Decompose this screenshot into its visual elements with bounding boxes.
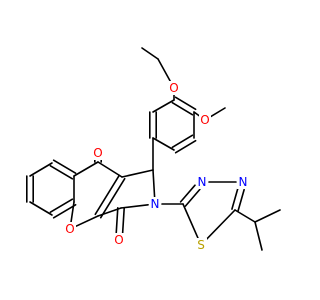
bond-c5-c4a-b — [49, 198, 74, 214]
atom-o-ring-label: O — [65, 222, 74, 236]
bond-tN4-t5-a — [231, 187, 239, 210]
bond-oRing-c3a — [75, 215, 99, 227]
bond-c1-c9a — [121, 169, 154, 178]
bond-t2-tN3-b — [179, 184, 196, 203]
atom-s-thiadiazole: S — [195, 238, 207, 252]
atom-o-ethoxy: O — [168, 81, 180, 95]
atom-o-methoxy: O — [199, 113, 211, 127]
bond-a3-a4-b — [174, 139, 197, 154]
atom-o-lactam: O — [113, 233, 125, 247]
bond-nR-c1 — [152, 169, 156, 198]
bond-c8a-c8-b — [49, 164, 74, 180]
bond-iso-isoM1 — [254, 209, 281, 223]
bond-iso-isoM2 — [254, 221, 263, 251]
bond-ethCH3-ethCH2 — [141, 47, 159, 60]
bond-c9-c8a — [73, 161, 99, 177]
bond-ethCH2-oEth — [157, 58, 172, 83]
atom-o-lactam-label: O — [114, 233, 123, 247]
atom-labels-layer: O O O O O N N N — [64, 81, 249, 252]
atom-o-methoxy-label: O — [200, 113, 209, 127]
bond-c6-c5 — [29, 201, 53, 216]
bond-a4-a5 — [152, 137, 175, 151]
bond-a2-oMe — [193, 111, 201, 117]
bond-c8a-c8-a — [52, 159, 77, 175]
bond-a1-a2-a — [171, 101, 194, 116]
molecule-structure-diagram: O O O O O N N N — [25, 47, 281, 252]
bond-t5-tS — [205, 209, 236, 241]
atom-o-ethoxy-label: O — [169, 81, 178, 95]
bond-tS-t2 — [182, 203, 199, 240]
atom-o-ketone: O — [92, 146, 104, 160]
bond-a1-a2-b — [174, 96, 197, 111]
atom-o-ketone-label: O — [93, 146, 102, 160]
atom-s-thiadiazole-label: S — [197, 238, 205, 252]
atom-n-ring: N — [149, 197, 161, 211]
bond-c8-c7 — [29, 162, 53, 177]
atom-n-thiadiazole-2-label: N — [239, 175, 248, 189]
atom-n-thiadiazole-1: N — [196, 175, 208, 189]
bond-c3-oLac-b — [121, 207, 125, 235]
atom-n-thiadiazole-2: N — [237, 175, 249, 189]
bond-t5-iso — [234, 209, 256, 223]
bond-a6-a1 — [152, 99, 175, 113]
bond-c9a-c9 — [97, 161, 123, 178]
bond-tN4-t5-b — [237, 188, 245, 212]
atom-n-thiadiazole-1-label: N — [198, 175, 207, 189]
bond-c5-c4a-a — [52, 203, 77, 219]
atom-n-ring-label: N — [151, 197, 160, 211]
bonds-layer — [25, 47, 281, 251]
bond-c9a-c3a-b — [99, 177, 126, 219]
bond-c4a-oRing — [70, 201, 75, 223]
bond-c3-oLac-a — [115, 207, 119, 234]
bond-oMe-me — [210, 107, 226, 118]
bond-c3-nR — [120, 204, 149, 209]
bond-a3-a4-a — [171, 134, 194, 149]
bond-t2-tN3-a — [184, 188, 201, 207]
bond-c9a-c3a-a — [94, 174, 121, 216]
atom-o-ring: O — [64, 222, 76, 236]
